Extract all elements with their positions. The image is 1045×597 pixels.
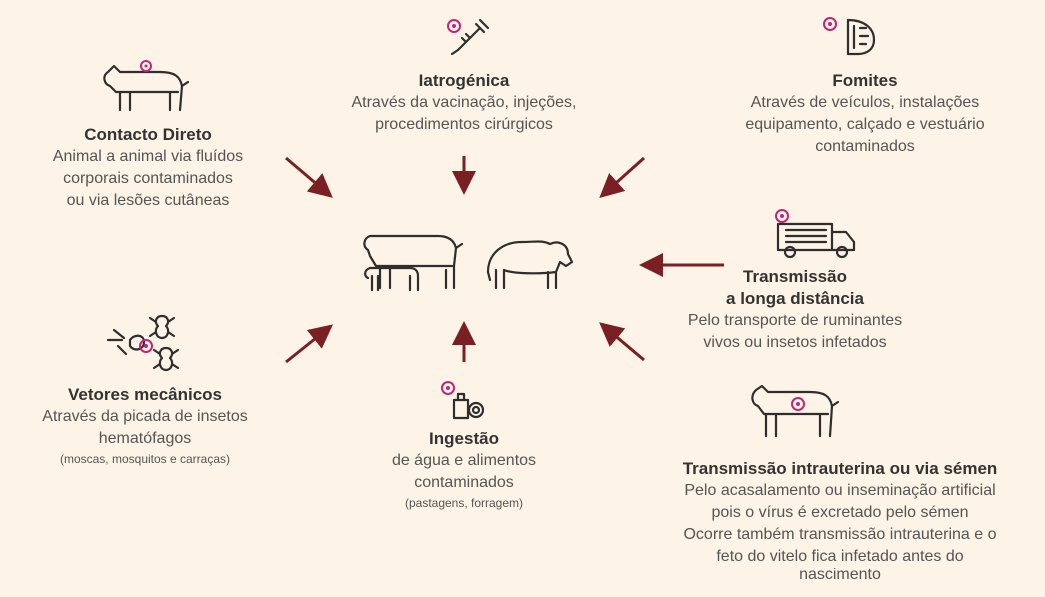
route-fomites-line: Através de veículos, instalações <box>750 94 980 111</box>
route-iatro: Iatrogénica Através da vacinação, injeçõ… <box>316 70 612 136</box>
route-ingestion: Ingestão de água e alimentos contaminado… <box>346 428 582 512</box>
route-longdist-title: Transmissão <box>743 267 847 286</box>
route-semen-line: pois o vírus é excretado pelo sémen <box>711 504 969 521</box>
route-iatro-line: Através da vacinação, injeções, <box>351 94 577 111</box>
route-semen-title: Transmissão intrauterina ou via sémen <box>682 459 998 478</box>
route-semen-line: nascimento <box>799 568 881 582</box>
route-semen-line: feto do vitelo fica infetado antes do <box>716 548 964 565</box>
bison-icon <box>486 240 574 290</box>
route-vectors-line: hematófagos <box>98 430 192 447</box>
route-longdist-title: a longa distância <box>726 289 864 308</box>
route-ingestion-line: contaminados <box>414 474 514 491</box>
arrow-semen <box>599 322 645 362</box>
route-semen-line: Pelo acasalamento ou inseminação artific… <box>684 482 996 499</box>
route-fomites-line: equipamento, calçado e vestuário <box>745 116 985 133</box>
route-direct-title: Contacto Direto <box>84 125 212 144</box>
route-vectors-line: Através da picada de insetos <box>42 408 248 425</box>
route-semen: Transmissão intrauterina ou via sémen Pe… <box>640 458 1040 582</box>
route-ingestion-title: Ingestão <box>429 429 499 448</box>
route-iatro-line: procedimentos cirúrgicos <box>375 116 553 133</box>
feed-icon <box>441 381 485 420</box>
route-direct-line: corporais contaminados <box>63 170 233 187</box>
arrow-fomites <box>599 156 646 199</box>
route-direct: Contacto Direto Animal a animal via fluí… <box>20 124 276 212</box>
cow-icon <box>103 60 190 112</box>
route-fomites-title: Fomites <box>832 71 898 90</box>
route-ingestion-line: de água e alimentos <box>391 452 537 469</box>
route-iatro-title: Iatrogénica <box>418 71 510 90</box>
route-ingestion-note: (pastagens, forragem) <box>404 496 524 510</box>
route-direct-line: ou via lesões cutâneas <box>66 192 230 209</box>
truck-icon <box>775 209 856 259</box>
route-longdist-line: vivos ou insetos infetados <box>703 334 887 351</box>
route-vectors-note: (moscas, mosquitos e carraças) <box>59 452 231 466</box>
arrow-direct <box>285 156 333 198</box>
route-direct-line: Animal a animal via fluídos <box>52 148 244 165</box>
insects-icon <box>106 314 180 372</box>
syringe-icon <box>447 18 490 56</box>
route-semen-line: Ocorre também transmissão intrauterina e… <box>683 526 997 543</box>
route-longdist-line: Pelo transporte de ruminantes <box>687 312 903 329</box>
route-longdist: Transmissão a longa distância Pelo trans… <box>660 266 930 354</box>
route-fomites: Fomites Através de veículos, instalações… <box>700 70 1030 158</box>
route-vectors: Vetores mecânicos Através da picada de i… <box>10 384 280 468</box>
route-vectors-title: Vetores mecânicos <box>67 385 223 404</box>
boot-icon <box>823 17 876 56</box>
cow-virus-icon <box>751 384 840 438</box>
cattle-icon <box>363 234 464 292</box>
route-fomites-line: contaminados <box>815 138 915 155</box>
arrow-vectors <box>285 324 334 364</box>
